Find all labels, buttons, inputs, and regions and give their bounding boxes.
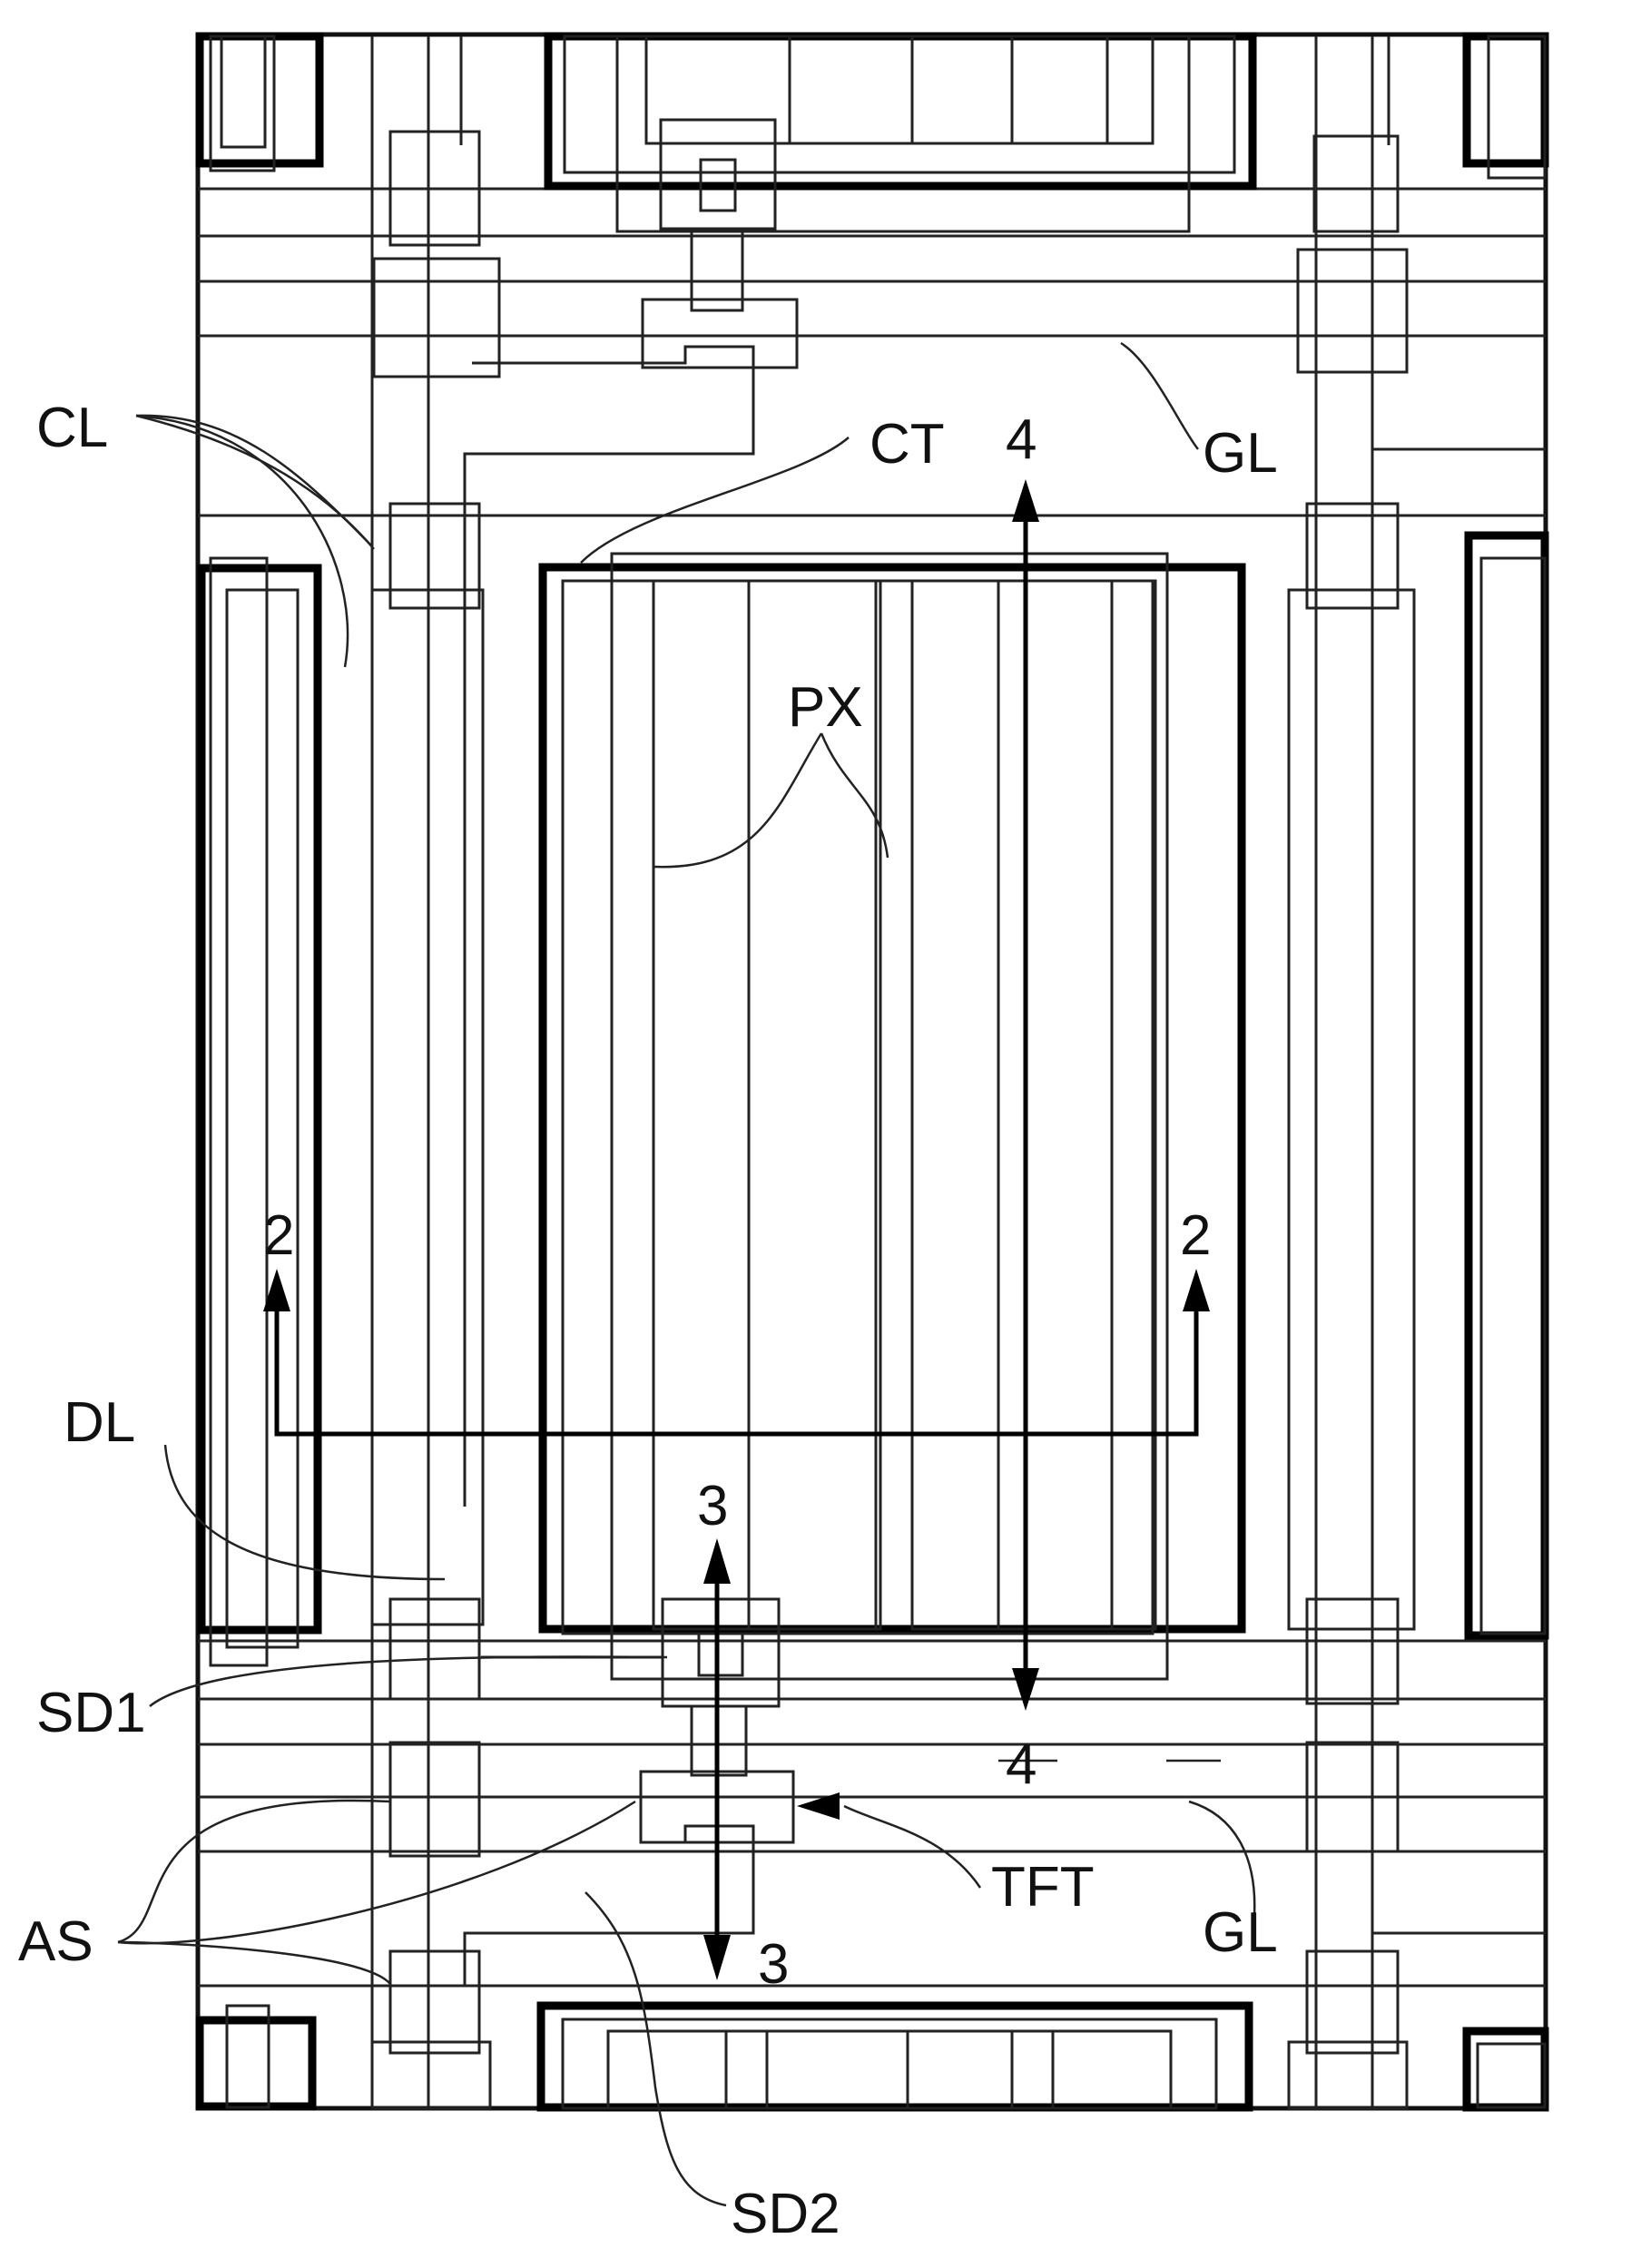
label-gl-bottom: GL (1203, 1901, 1278, 1964)
upper-pixel-block (548, 36, 1253, 231)
label-px: PX (788, 676, 863, 739)
pixel-electrode (543, 554, 1242, 1679)
corner-pad-top-right (1467, 36, 1545, 178)
upper-tft (465, 120, 797, 1507)
label-sd1: SD1 (36, 1682, 146, 1744)
label-ct: CT (870, 413, 945, 476)
section-arrow-4 (1012, 479, 1039, 1711)
corner-pad-bottom-right (1467, 2031, 1545, 2107)
corner-pad-bottom-left (200, 2006, 312, 2107)
label-section-4-bottom: 4 (1006, 1733, 1037, 1796)
label-dl: DL (64, 1391, 135, 1454)
label-section-2-left: 2 (263, 1204, 294, 1267)
label-cl: CL (36, 397, 108, 459)
corner-pad-top-left (200, 36, 319, 171)
label-gl-top: GL (1203, 422, 1278, 485)
gate-line-bottom (198, 1641, 1546, 1986)
section-arrow-2 (263, 1269, 1210, 1434)
label-sd2: SD2 (731, 2183, 840, 2245)
label-section-2-right: 2 (1180, 1204, 1211, 1267)
label-tft: TFT (991, 1856, 1095, 1919)
label-section-3-top: 3 (697, 1475, 728, 1537)
label-section-4-top: 4 (1006, 408, 1037, 471)
label-section-3-bottom: 3 (758, 1933, 789, 1996)
label-as: AS (18, 1910, 93, 1973)
leader-lines (118, 343, 1254, 2205)
section-arrow-3 (703, 1538, 731, 1980)
